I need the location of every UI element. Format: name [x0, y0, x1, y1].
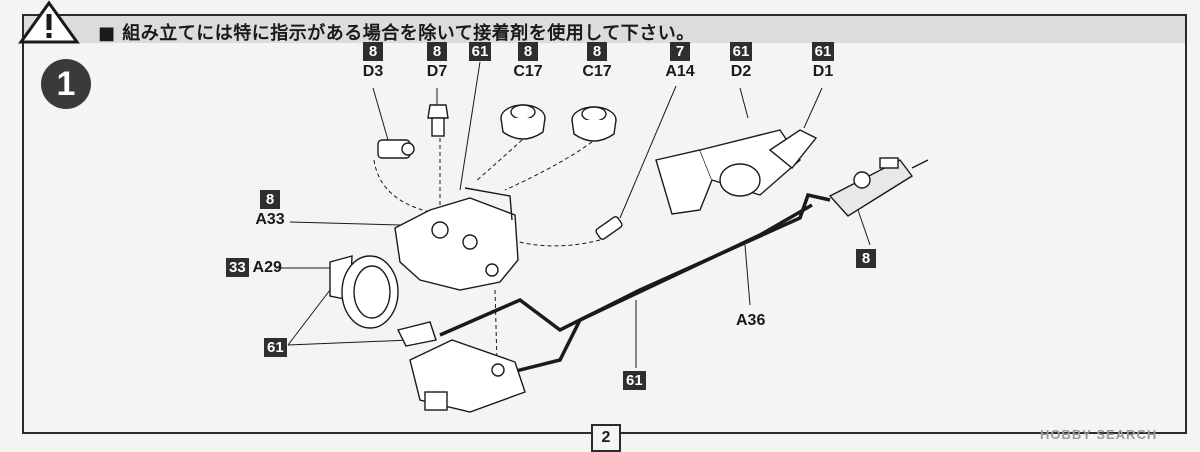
part-label-pipe-61: 61	[623, 371, 646, 390]
part-label-c17-b: 8 C17	[582, 42, 612, 81]
part-lower-plate	[409, 339, 526, 413]
part-label-d3: 8 D3	[360, 42, 386, 81]
part-d1	[768, 129, 818, 169]
part-code: A33	[255, 211, 285, 228]
part-label-c17-a: 8 C17	[513, 42, 543, 81]
part-label-cylinder-8: 8	[856, 249, 876, 268]
paint-badge: 33	[226, 258, 249, 277]
part-d7	[427, 104, 449, 137]
paint-badge: 8	[587, 42, 607, 61]
leader-lines	[276, 61, 871, 368]
caution-banner: ■ 組み立てには特に指示がある場合を除いて接着剤を使用して下さい。	[18, 0, 1185, 44]
part-code: D7	[426, 63, 448, 80]
part-c17-a	[500, 104, 546, 140]
part-c17-b	[571, 106, 617, 142]
part-a36-pipe	[439, 192, 831, 377]
warning-triangle-icon	[18, 0, 80, 44]
part-code: C17	[513, 63, 543, 80]
watermark: HOBBY SEARCH	[1040, 427, 1158, 442]
part-label-a33: 8 A33	[255, 190, 285, 229]
paint-badge: 61	[264, 338, 287, 357]
paint-badge: 8	[856, 249, 876, 268]
paint-badge: 61	[729, 42, 753, 61]
part-label-a29: 33 A29	[226, 258, 282, 277]
paint-badge: 61	[623, 371, 646, 390]
part-label-d1: 61 D1	[808, 42, 838, 81]
part-cylinder	[828, 157, 929, 217]
part-label-left-61: 61	[264, 338, 287, 357]
paint-badge: 8	[260, 190, 280, 209]
part-d3	[377, 139, 415, 159]
part-label-a36: A36	[736, 312, 766, 329]
paint-badge: 7	[670, 42, 690, 61]
paint-badge: 8	[518, 42, 538, 61]
part-code: D3	[362, 63, 384, 80]
part-code: C17	[582, 63, 612, 80]
paint-badge: 8	[363, 42, 383, 61]
part-a14	[595, 216, 623, 240]
paint-badge: 8	[427, 42, 447, 61]
part-label-a14: 7 A14	[664, 42, 696, 81]
part-label-d2: 61 D2	[726, 42, 756, 81]
step-number: 1	[41, 59, 91, 109]
part-code: A29	[252, 259, 282, 276]
part-code: D1	[812, 63, 834, 80]
part-d2	[655, 129, 801, 215]
paint-badge: 61	[468, 42, 492, 61]
part-a29	[329, 255, 437, 347]
part-label-d7: 8 D7	[424, 42, 450, 81]
page-number: 2	[591, 424, 621, 452]
part-a33	[394, 187, 519, 291]
paint-badge: 61	[811, 42, 835, 61]
part-code: A14	[665, 63, 695, 80]
caution-text: ■ 組み立てには特に指示がある場合を除いて接着剤を使用して下さい。	[98, 23, 695, 44]
part-label-61: 61	[466, 42, 494, 61]
part-code: D2	[730, 63, 752, 80]
